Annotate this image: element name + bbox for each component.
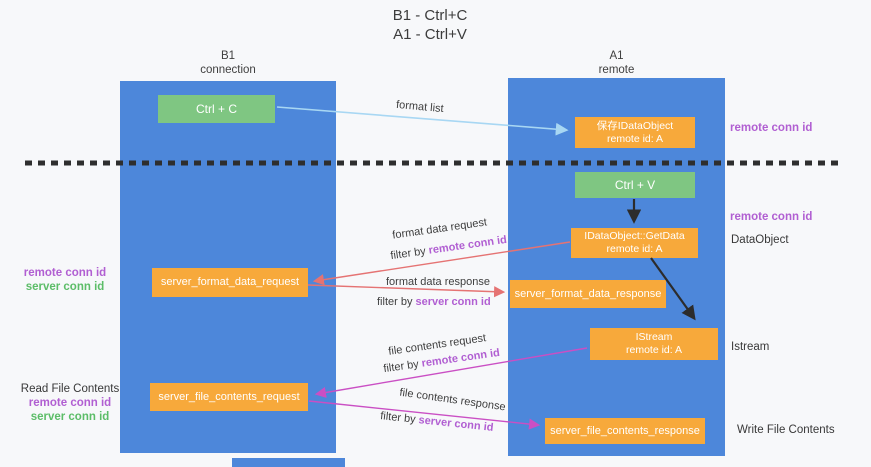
getdata-line2: remote id: A	[606, 243, 663, 255]
istream-line2: remote id: A	[625, 344, 683, 356]
left-server-conn-id-label-2: server conn id	[30, 411, 110, 423]
server-format-data-request-box: server_format_data_request	[152, 268, 308, 297]
ctrl-c-box: Ctrl + C	[158, 95, 275, 123]
istream-box: IStream remote id: A	[590, 328, 718, 360]
left-lane-subtitle: connection	[200, 64, 256, 76]
write-file-contents-label: Write File Contents	[737, 424, 835, 436]
diagram-title: B1 - Ctrl+C A1 - Ctrl+V	[0, 6, 860, 44]
right-lane-header: A1 remote	[508, 49, 725, 77]
server-file-contents-response-box: server_file_contents_response	[545, 418, 705, 444]
dataobject-label: DataObject	[731, 234, 789, 246]
left-remote-conn-id-label: remote conn id	[23, 267, 107, 279]
left-lane-header: B1 connection	[120, 49, 336, 77]
server-format-data-response-box: server_format_data_response	[510, 280, 666, 308]
left-file-contents-labels: Read File Contents remote conn id server…	[20, 382, 120, 424]
filter-by-text: filter by	[379, 410, 417, 426]
server-conn-id-key: server conn id	[415, 296, 491, 308]
istream-line1: IStream	[635, 331, 673, 343]
bottom-clipped-lane-fragment	[232, 458, 345, 467]
getdata-line1: IDataObject::GetData	[584, 230, 685, 242]
filter-by-text: filter by	[389, 245, 427, 263]
filter-by-text: filter by	[382, 358, 420, 376]
filter-by-text: filter by	[377, 296, 413, 308]
read-file-contents-label: Read File Contents	[20, 383, 120, 395]
format-list-label: format list	[395, 98, 445, 116]
server-conn-id-key: server conn id	[417, 414, 494, 434]
right-lane-name: A1	[609, 50, 624, 62]
left-conn-id-labels: remote conn id server conn id	[15, 266, 115, 294]
right-remote-conn-id-label-mid: remote conn id	[730, 211, 813, 223]
server-file-contents-response-label: server_file_contents_response	[550, 424, 700, 437]
left-lane-name: B1	[220, 50, 236, 62]
save-dataobject-line1: 保存IDataObject	[596, 119, 674, 132]
server-format-data-request-label: server_format_data_request	[160, 276, 300, 288]
ctrl-v-label: Ctrl + V	[614, 177, 656, 192]
server-format-data-response-label: server_format_data_response	[514, 287, 662, 300]
title-line-1: B1 - Ctrl+C	[392, 7, 468, 24]
title-line-2: A1 - Ctrl+V	[393, 26, 467, 43]
right-lane-subtitle: remote	[598, 64, 635, 76]
idataobject-getdata-box: IDataObject::GetData remote id: A	[571, 228, 698, 258]
remote-conn-id-key: remote conn id	[427, 233, 508, 257]
file-contents-response-label: file contents response	[398, 386, 507, 414]
server-file-contents-request-label: server_file_contents_request	[158, 390, 300, 403]
right-remote-conn-id-label-top: remote conn id	[730, 122, 813, 134]
left-remote-conn-id-label-2: remote conn id	[28, 397, 112, 409]
server-file-contents-request-box: server_file_contents_request	[150, 383, 308, 411]
ctrl-c-label: Ctrl + C	[195, 101, 237, 116]
left-server-conn-id-label: server conn id	[25, 281, 105, 293]
istream-margin-label: Istream	[731, 341, 770, 353]
format-data-response-label: format data response	[386, 276, 490, 288]
save-dataobject-box: 保存IDataObject remote id: A	[575, 117, 695, 148]
save-dataobject-line2: remote id: A	[606, 132, 664, 145]
ctrl-v-box: Ctrl + V	[575, 172, 695, 198]
